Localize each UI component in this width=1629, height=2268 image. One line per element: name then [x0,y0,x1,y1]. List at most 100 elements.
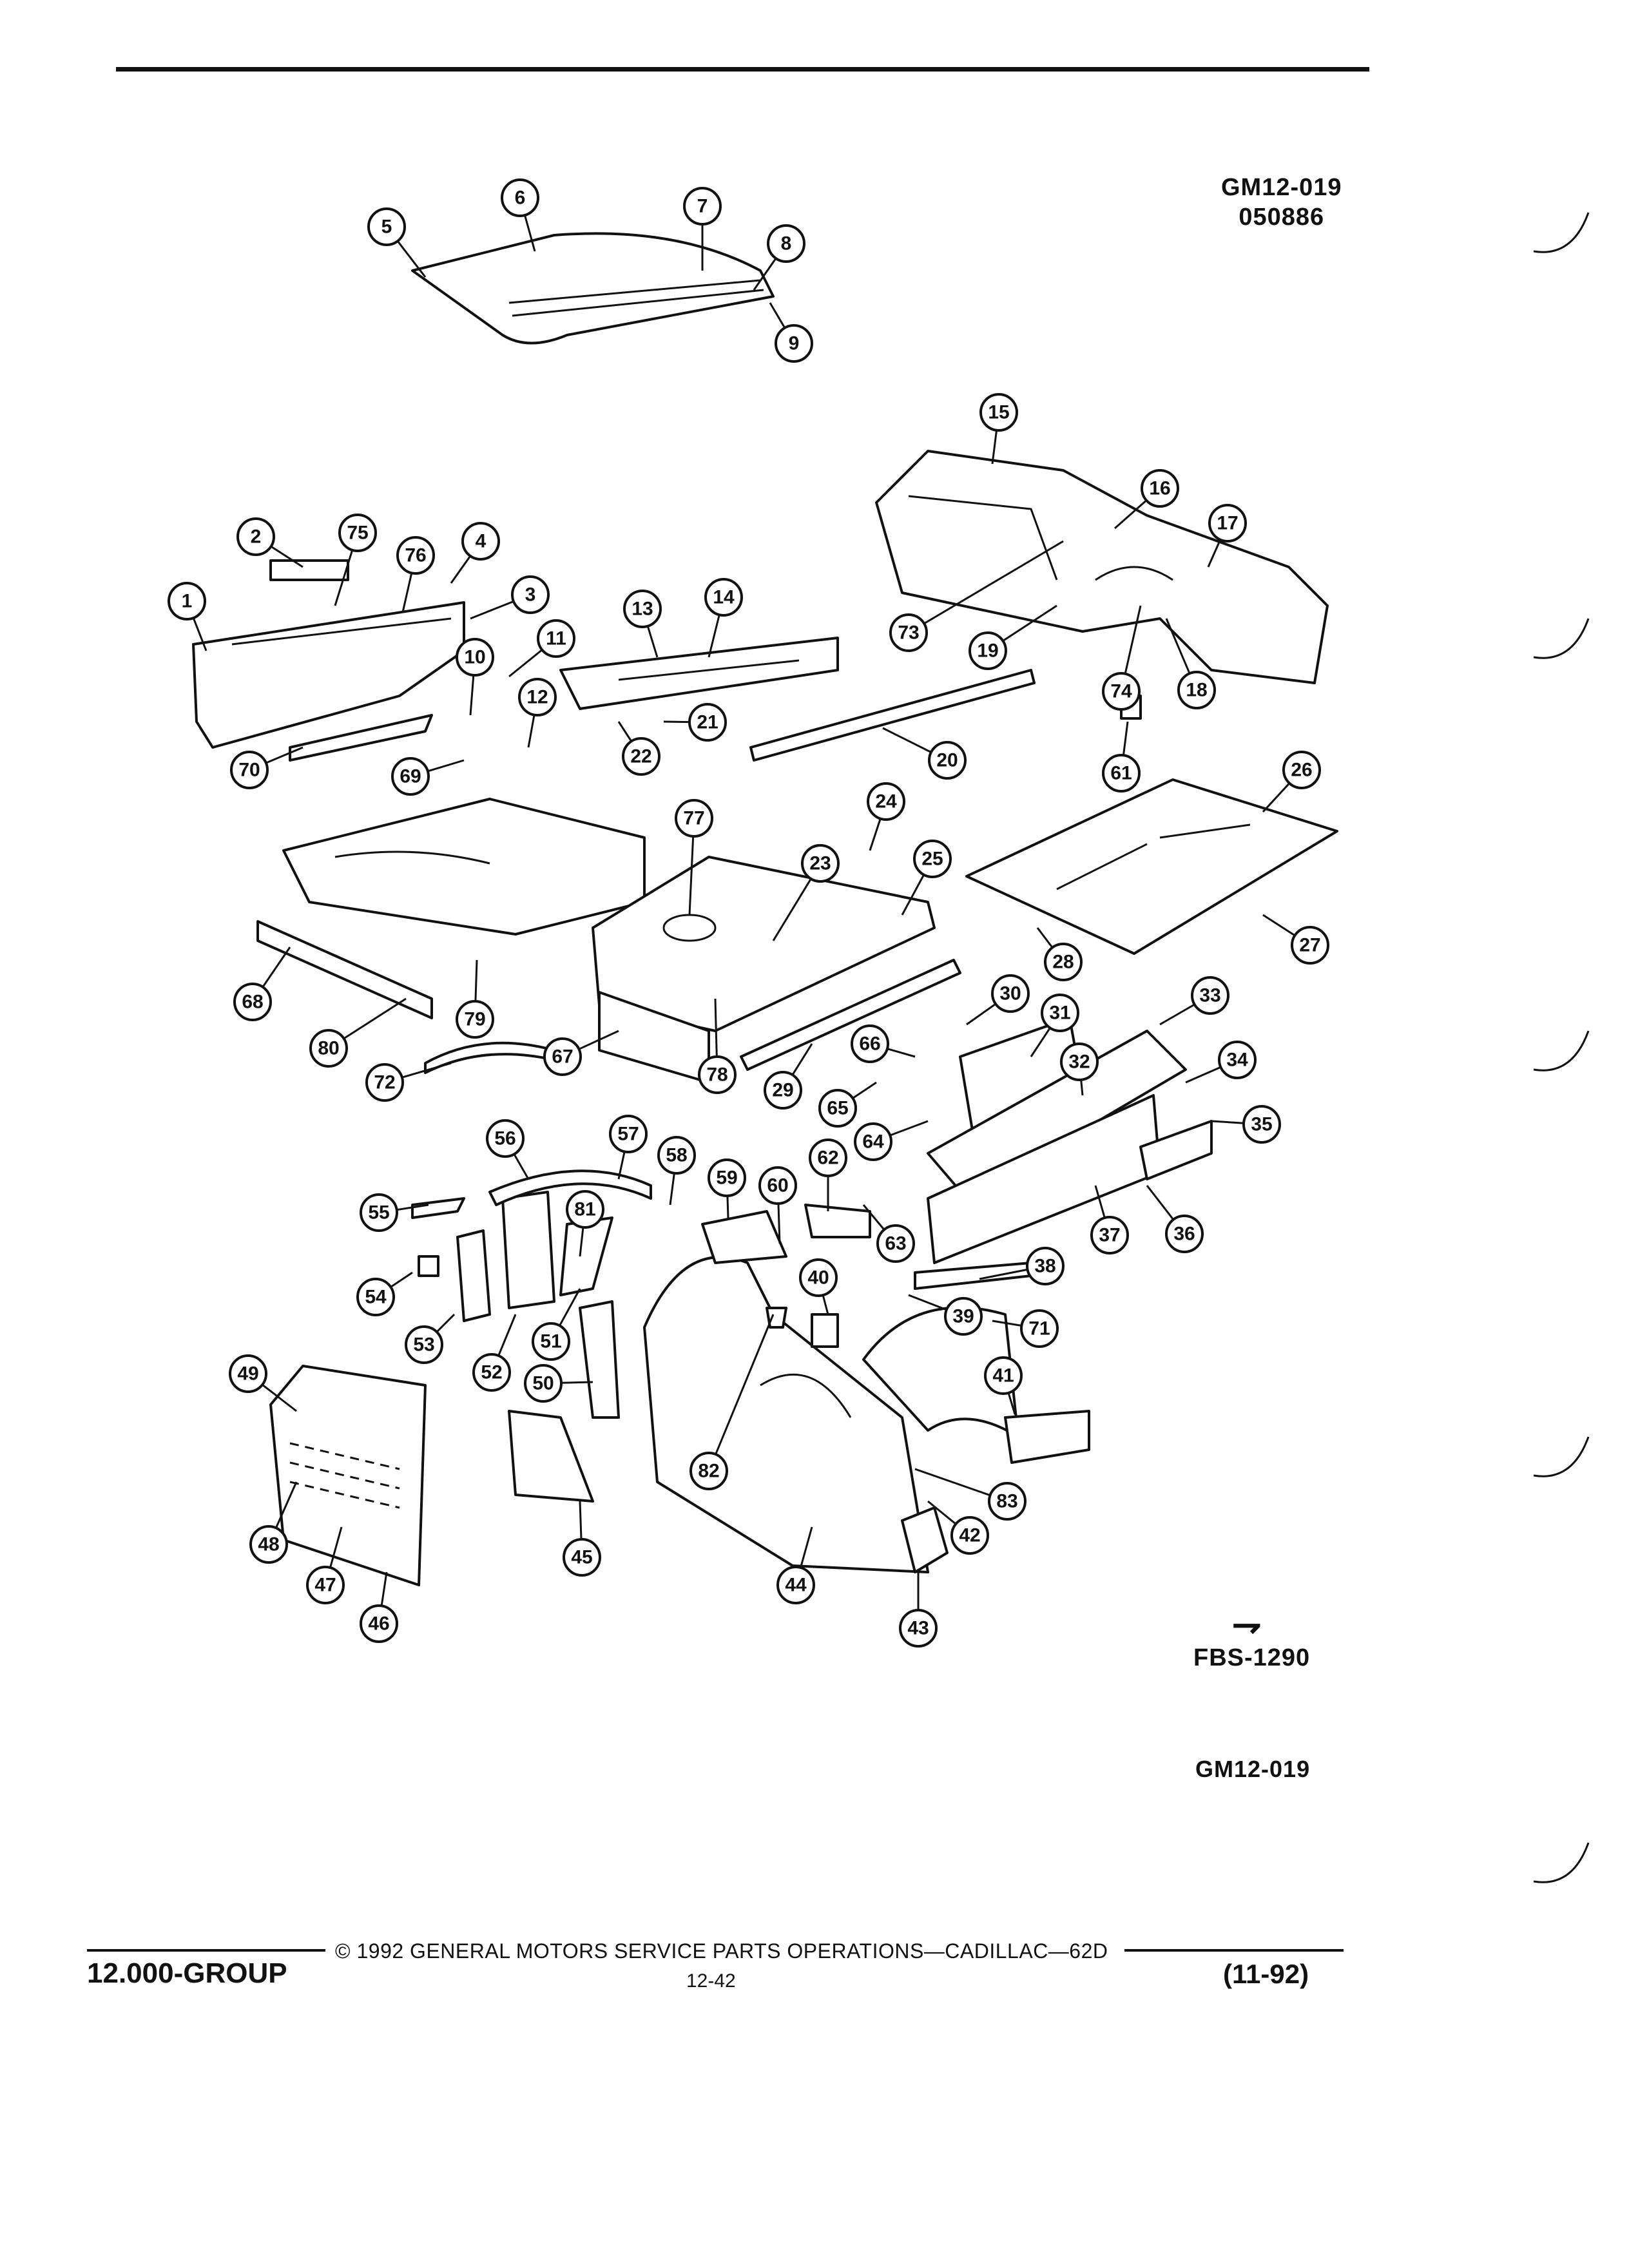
callout-circle-75 [338,514,377,552]
callout-65: 65 [818,1089,857,1128]
callout-circle-10 [456,638,494,677]
callout-label-28: 28 [1052,952,1074,973]
callout-12: 12 [518,678,557,716]
callout-76: 76 [396,536,435,575]
callout-circle-17 [1208,504,1247,543]
callout-label-45: 45 [571,1547,592,1568]
callout-label-21: 21 [697,712,718,733]
callout-20: 20 [928,741,967,780]
callout-circle-52 [472,1353,511,1392]
callout-circle-50 [524,1364,563,1403]
callout-leader-34 [1185,1066,1221,1084]
callout-73: 73 [889,613,928,652]
binder-mark-3 [1533,1030,1590,1072]
callout-leader-20 [882,727,932,753]
callout-label-29: 29 [772,1080,793,1101]
callout-label-72: 72 [374,1072,395,1093]
callout-label-61: 61 [1110,763,1132,784]
rocker-strip-part [749,669,1036,762]
callout-leader-75 [334,550,354,606]
rocker-68-part [256,920,433,1019]
callout-leader-17 [1207,539,1222,568]
callout-leader-38 [979,1268,1028,1280]
callout-circle-41 [984,1356,1023,1395]
callout-label-26: 26 [1291,760,1312,781]
callout-circle-26 [1282,751,1321,789]
callout-label-55: 55 [368,1202,389,1224]
callout-leader-10 [469,675,475,716]
callout-35: 35 [1242,1105,1281,1144]
callout-circle-27 [1291,926,1329,965]
callout-circle-36 [1165,1215,1204,1253]
callout-label-57: 57 [617,1124,639,1145]
callout-label-19: 19 [977,640,998,662]
callout-label-9: 9 [789,333,800,354]
callout-74: 74 [1102,672,1141,711]
callout-leader-66 [887,1048,916,1058]
callout-label-64: 64 [862,1131,884,1153]
callout-label-40: 40 [807,1267,829,1289]
callout-leader-8 [753,258,777,291]
callout-circle-53 [405,1325,443,1364]
package-shelf-part [965,778,1338,955]
callout-circle-51 [532,1322,570,1361]
callout-leader-64 [889,1120,929,1137]
panel-41-part [1004,1410,1090,1464]
callout-25: 25 [913,840,952,878]
callout-46: 46 [360,1604,398,1643]
callout-30: 30 [991,974,1030,1013]
callout-leader-54 [390,1271,413,1288]
callout-label-11: 11 [546,628,566,649]
callout-24: 24 [867,782,905,821]
callout-circle-25 [913,840,952,878]
callout-leaders [192,215,1296,1610]
callout-32: 32 [1060,1043,1099,1081]
callout-leader-65 [852,1081,877,1099]
rail-72-part [424,1041,555,1074]
callout-circle-76 [396,536,435,575]
callout-circle-68 [233,983,272,1021]
binder-mark-4 [1533,1436,1590,1477]
callout-label-69: 69 [400,766,421,787]
callout-circle-78 [698,1055,737,1094]
callout-label-14: 14 [713,587,735,608]
callout-label-74: 74 [1110,681,1132,702]
callout-40: 40 [799,1258,838,1297]
callout-circle-34 [1218,1041,1257,1079]
callout-circle-77 [675,799,713,838]
callout-83: 83 [988,1482,1027,1521]
callout-leader-53 [436,1313,456,1333]
callout-label-60: 60 [767,1175,788,1196]
callout-leader-70 [265,746,304,764]
callout-leader-14 [708,614,720,658]
callout-leader-28 [1036,927,1054,948]
callout-circle-71 [1020,1309,1059,1348]
callout-circle-40 [799,1258,838,1297]
callout-label-47: 47 [314,1575,336,1596]
callout-42: 42 [950,1516,989,1555]
callout-label-41: 41 [992,1365,1014,1387]
callout-75: 75 [338,514,377,552]
callout-label-13: 13 [631,599,653,620]
callout-label-25: 25 [921,849,943,870]
callout-label-31: 31 [1049,1003,1070,1024]
callout-leader-41 [1007,1392,1016,1415]
callout-label-67: 67 [552,1046,573,1068]
callout-circle-32 [1060,1043,1099,1081]
callout-circle-61 [1102,754,1141,793]
callout-label-2: 2 [251,526,262,548]
callout-52: 52 [472,1353,511,1392]
binder-mark-2 [1533,618,1590,659]
callout-leader-2 [270,545,304,568]
callout-36: 36 [1165,1215,1204,1253]
callout-49: 49 [229,1354,267,1393]
callout-circle-72 [365,1063,404,1102]
callout-64: 64 [854,1122,892,1161]
callout-circle-5 [367,207,406,246]
callout-48: 48 [249,1525,288,1564]
callout-33: 33 [1191,976,1229,1015]
callout-13: 13 [623,590,662,628]
callout-leader-35 [1211,1120,1244,1124]
callout-circle-6 [501,178,539,217]
